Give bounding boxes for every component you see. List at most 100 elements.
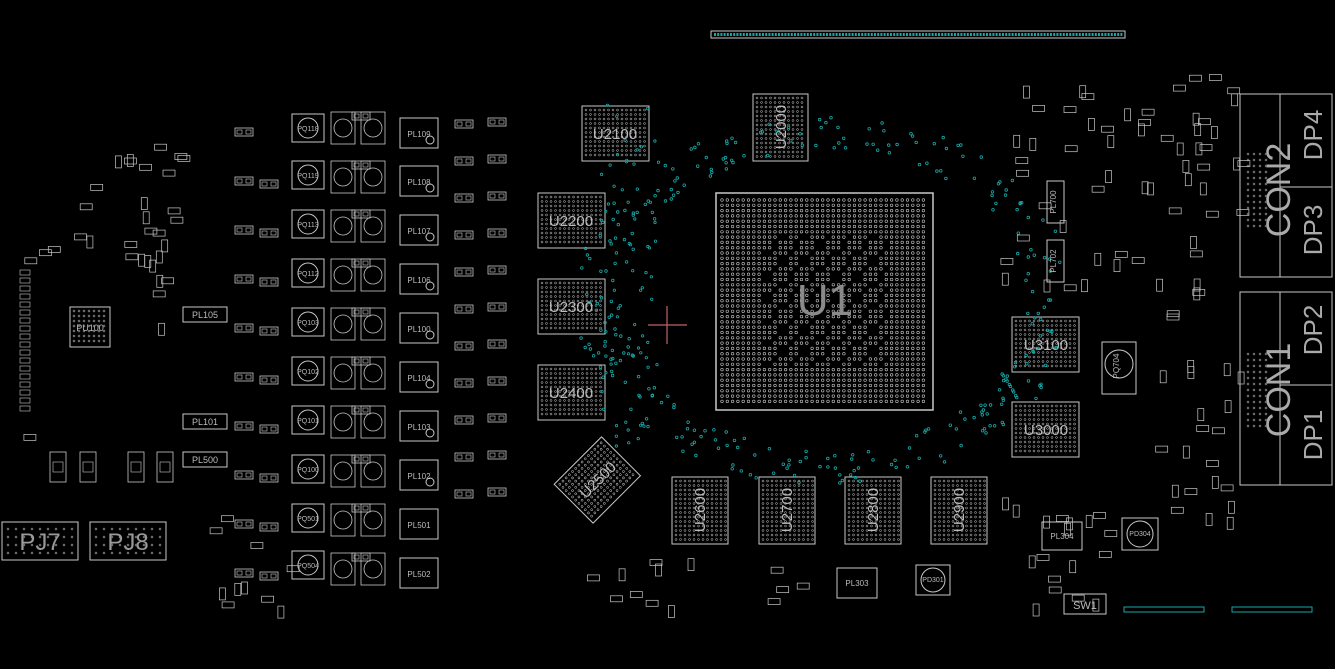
pq504-label: PQ504: [297, 563, 319, 570]
mosfet-pq113[interactable]: PQ113: [291, 209, 325, 239]
inductor-pl304[interactable]: PL304: [1041, 521, 1083, 551]
inductor-pl502[interactable]: PL502: [399, 557, 439, 589]
pd301-label: PD301: [922, 577, 944, 584]
pl101-label: PL101: [192, 417, 218, 427]
u2300-label: U2300: [549, 299, 593, 316]
connector-con1[interactable]: CON1 DP2 DP1: [1239, 291, 1333, 486]
via-field: [579, 103, 1062, 485]
part-pd301[interactable]: PD301: [915, 564, 951, 596]
pcie-edge-connector: [710, 30, 1126, 39]
part-pd304[interactable]: PD304: [1121, 517, 1159, 551]
inductor-pl104[interactable]: PL104: [399, 361, 439, 393]
switch-sw1[interactable]: SW1: [1063, 593, 1107, 615]
u2100-label: U2100: [593, 126, 637, 143]
u2200-label: U2200: [549, 213, 593, 230]
mosfet-pq504[interactable]: PQ504: [291, 550, 325, 580]
mosfet-pq101[interactable]: PQ101: [291, 405, 325, 435]
chip-u2800[interactable]: U2800: [844, 476, 902, 545]
inductor-pl107[interactable]: PL107: [399, 214, 439, 246]
inductor-pl101[interactable]: PL101: [182, 413, 228, 430]
pl304-label: PL304: [1050, 532, 1074, 541]
connector-pj7[interactable]: PJ7: [1, 521, 79, 561]
u1-label: U1: [797, 276, 853, 325]
inductor-pl303[interactable]: PL303: [836, 567, 878, 599]
u2600-label: U2600: [692, 488, 709, 532]
inductor-pl500[interactable]: PL500: [182, 451, 228, 468]
pl107-label: PL107: [407, 227, 431, 236]
pl103-label: PL103: [407, 423, 431, 432]
mosfet-pq501[interactable]: PQ501: [291, 503, 325, 533]
pq704-label: PQ704: [1112, 353, 1121, 378]
mosfet-pq100[interactable]: PQ100: [291, 454, 325, 484]
inductor-pl702[interactable]: PL702: [1046, 239, 1065, 283]
controller-pu100[interactable]: PU100: [69, 306, 111, 348]
chip-u2000[interactable]: U2000: [752, 93, 809, 162]
con2-label: CON2: [1260, 143, 1298, 237]
pj8-label: PJ8: [107, 529, 148, 556]
u3100-label: U3100: [1024, 337, 1068, 354]
connector-pj8[interactable]: PJ8: [89, 521, 167, 561]
pq100-label: PQ100: [297, 467, 319, 474]
mosfet-pq103[interactable]: PQ103: [291, 307, 325, 337]
pl100-label: PL100: [407, 325, 431, 334]
part-pq704[interactable]: PQ704: [1101, 341, 1137, 395]
u2700-label: U2700: [779, 488, 796, 532]
u2800-label: U2800: [865, 488, 882, 532]
dp3-label: DP3: [1298, 205, 1328, 256]
chip-u2700[interactable]: U2700: [758, 476, 816, 545]
pq101-label: PQ101: [297, 418, 319, 425]
mosfet-pq118[interactable]: PQ118: [291, 113, 325, 143]
pd304-label: PD304: [1129, 531, 1151, 538]
chip-u2600[interactable]: U2600: [671, 476, 729, 545]
pq118-label: PQ118: [297, 126, 318, 133]
pq102-label: PQ102: [297, 369, 319, 376]
pl102-label: PL102: [407, 472, 431, 481]
pj7-label: PJ7: [19, 529, 60, 556]
pl303-label: PL303: [845, 579, 869, 588]
dp1-label: DP1: [1298, 410, 1328, 461]
pq113-label: PQ113: [297, 222, 318, 229]
inductor-pl105[interactable]: PL105: [182, 306, 228, 323]
dp4-label: DP4: [1298, 110, 1328, 161]
pl500-label: PL500: [192, 455, 218, 465]
pl105-label: PL105: [192, 310, 218, 320]
pl104-label: PL104: [407, 374, 431, 383]
chip-u2300[interactable]: U2300: [537, 278, 606, 335]
sw1-label: SW1: [1073, 600, 1097, 612]
chip-u2900[interactable]: U2900: [930, 476, 988, 545]
inductor-pl501[interactable]: PL501: [399, 508, 439, 540]
gpu-u1[interactable]: U1: [715, 192, 934, 411]
pl501-label: PL501: [407, 521, 431, 530]
inductor-pl102[interactable]: PL102: [399, 459, 439, 491]
pl700-label: PL700: [1049, 190, 1058, 214]
pq501-label: PQ501: [297, 516, 319, 523]
mosfet-pq112[interactable]: PQ112: [291, 258, 325, 288]
pl106-label: PL106: [407, 276, 431, 285]
inductor-pl100[interactable]: PL100: [399, 312, 439, 344]
inductor-pl108[interactable]: PL108: [399, 165, 439, 197]
inductor-pl700[interactable]: PL700: [1046, 180, 1065, 224]
pl502-label: PL502: [407, 570, 431, 579]
inductor-pl103[interactable]: PL103: [399, 410, 439, 442]
pl702-label: PL702: [1049, 249, 1058, 273]
mosfet-pq119[interactable]: PQ119: [291, 160, 325, 190]
u2900-label: U2900: [951, 488, 968, 532]
pl108-label: PL108: [407, 178, 431, 187]
mosfet-pq102[interactable]: PQ102: [291, 356, 325, 386]
chip-u2100[interactable]: U2100: [581, 105, 650, 162]
chip-u3000[interactable]: U3000: [1011, 401, 1080, 458]
pq119-label: PQ119: [297, 173, 318, 180]
inductor-pl106[interactable]: PL106: [399, 263, 439, 295]
dp2-label: DP2: [1298, 305, 1328, 356]
pl109-label: PL109: [407, 130, 431, 139]
chip-u3100[interactable]: U3100: [1011, 316, 1080, 373]
u3000-label: U3000: [1024, 422, 1068, 439]
inductor-pl109[interactable]: PL109: [399, 117, 439, 149]
u2000-label: U2000: [773, 105, 790, 149]
pq112-label: PQ112: [297, 271, 318, 278]
chip-u2400[interactable]: U2400: [537, 364, 606, 421]
connector-con2[interactable]: CON2 DP4 DP3: [1239, 93, 1333, 278]
chip-u2200[interactable]: U2200: [537, 192, 606, 249]
pq103-label: PQ103: [297, 320, 319, 327]
